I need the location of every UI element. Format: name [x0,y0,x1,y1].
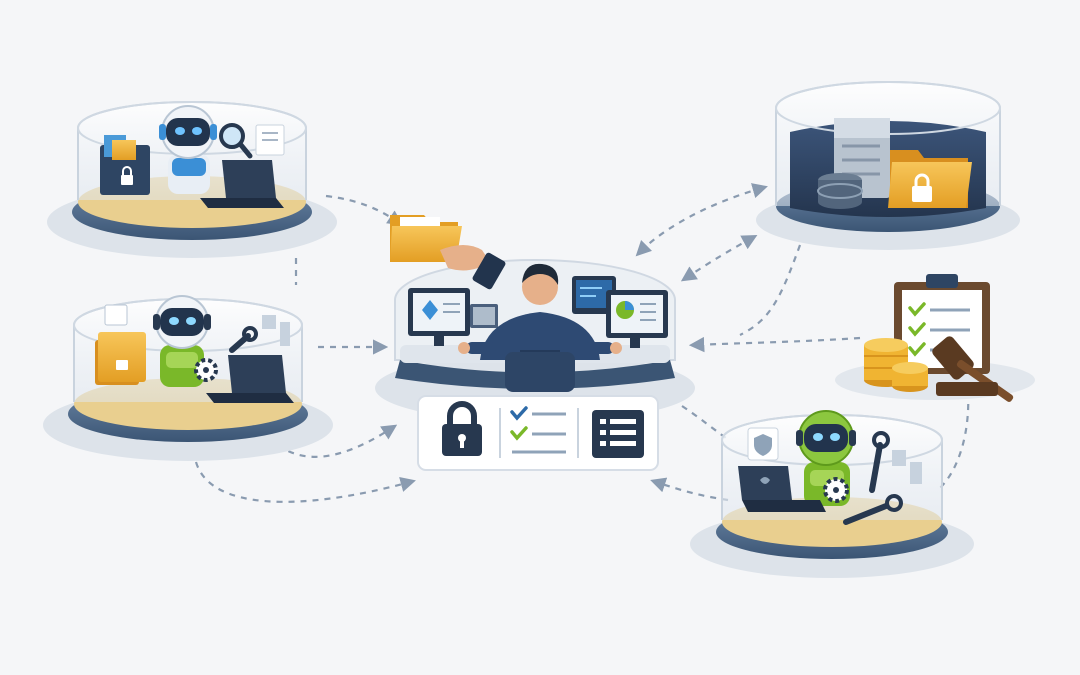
coins-icon [864,338,928,392]
folder-lock-icon [888,150,972,208]
gear-icon [194,358,218,382]
arrow-store-to-maintenance [739,244,802,336]
shield-icon [747,427,779,461]
arrow-store-to-operator-2 [680,235,758,282]
magnifier-icon [219,123,253,159]
folder-icon [95,332,146,385]
person-icon [458,263,622,392]
arrow-maintenance-to-panel [650,477,729,502]
arrow-operations-to-panel [277,424,398,458]
arrow-operator-to-maintenance [681,405,727,439]
wrench-icon [229,326,258,353]
arrow-compliance-to-operator [688,336,861,353]
checklist-icon [510,406,566,454]
platform-operations-agent [43,295,333,461]
arrow-research-to-operator [325,194,404,226]
laptop-icon [200,160,284,208]
gear-icon [823,477,849,503]
gavel-icon [932,336,1014,402]
folder-lock-icon [100,135,150,195]
platform-research-agent [47,101,337,258]
central-operator-hub [375,215,695,422]
database-icon [817,173,863,209]
platform-maintenance-agent [690,410,974,578]
laptop-icon [206,355,294,403]
clipboard-checklist-icon [894,274,990,374]
compliance-group [835,274,1035,402]
robot-icon [153,295,211,387]
laptop-icon [738,466,826,512]
lock-icon [442,401,482,456]
robot-icon [159,105,217,194]
list-icon [592,410,644,458]
platform-secure-data-store [756,81,1020,250]
arrow-compliance-to-maintenance [939,391,970,489]
monitor-icon [606,290,668,348]
control-panel [417,395,659,471]
arrow-store-to-operator [635,183,768,257]
arrow-bottom-loop [194,461,416,503]
wrench-icon [843,431,903,525]
monitor-icon [408,288,470,346]
